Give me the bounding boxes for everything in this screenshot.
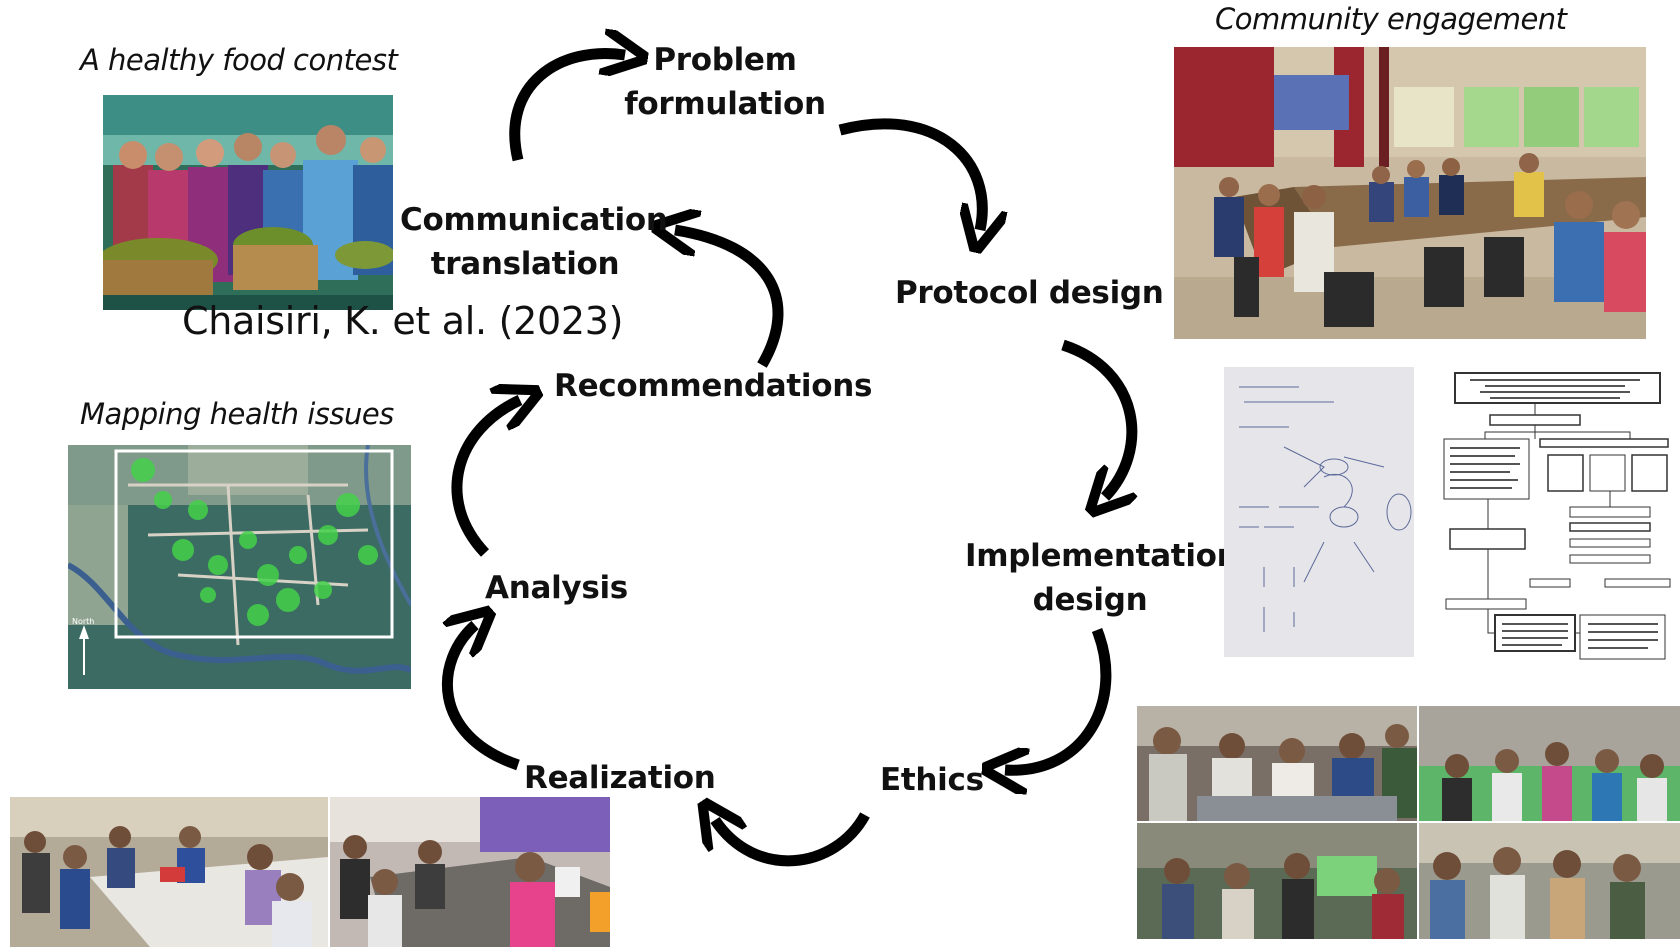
caption-mapping-health-issues: Mapping health issues xyxy=(80,397,394,431)
photo-handwritten-notes xyxy=(1224,367,1414,657)
step-implementation-design: Implementation design xyxy=(965,534,1239,622)
step-communication-translation-line1: Communication xyxy=(400,202,668,238)
step-analysis: Analysis xyxy=(485,570,628,606)
photo-healthy-food-contest xyxy=(103,95,393,310)
caption-healthy-food-contest: A healthy food contest xyxy=(80,43,398,77)
step-problem-formulation: Problem formulation xyxy=(620,38,830,126)
photo-realization-collage xyxy=(10,797,610,947)
north-label: North xyxy=(72,617,95,626)
flowchart-study-design xyxy=(1440,367,1672,667)
step-communication-translation: Communication translation xyxy=(400,198,668,286)
step-realization: Realization xyxy=(524,760,716,796)
step-problem-formulation-line1: Problem xyxy=(653,42,797,78)
step-protocol-design: Protocol design xyxy=(895,275,1164,311)
citation: Chaisiri, K. et al. (2023) xyxy=(182,299,624,343)
arrow-analysis-to-recommendations xyxy=(451,400,520,557)
arrow-recommendations-to-communication xyxy=(675,230,784,368)
arrow-protocol-to-implementation xyxy=(1061,339,1132,497)
photo-community-engagement xyxy=(1174,47,1646,339)
arrow-implementation-to-ethics xyxy=(1005,627,1112,770)
photo-mapping-health-issues: North xyxy=(68,445,411,689)
arrow-problem-to-protocol xyxy=(838,118,982,230)
step-implementation-design-line1: Implementation xyxy=(965,538,1239,574)
step-ethics: Ethics xyxy=(880,762,984,798)
step-implementation-design-line2: design xyxy=(1032,582,1148,618)
arrow-realization-to-analysis xyxy=(442,625,520,771)
arrow-communication-to-problem xyxy=(509,53,625,162)
step-communication-translation-line2: translation xyxy=(430,246,620,282)
step-problem-formulation-line2: formulation xyxy=(624,86,826,122)
caption-community-engagement: Community engagement xyxy=(1215,2,1567,36)
photo-ethics-workshop-collage xyxy=(1137,706,1680,939)
step-recommendations: Recommendations xyxy=(554,368,873,404)
arrow-ethics-to-realization xyxy=(715,815,870,867)
